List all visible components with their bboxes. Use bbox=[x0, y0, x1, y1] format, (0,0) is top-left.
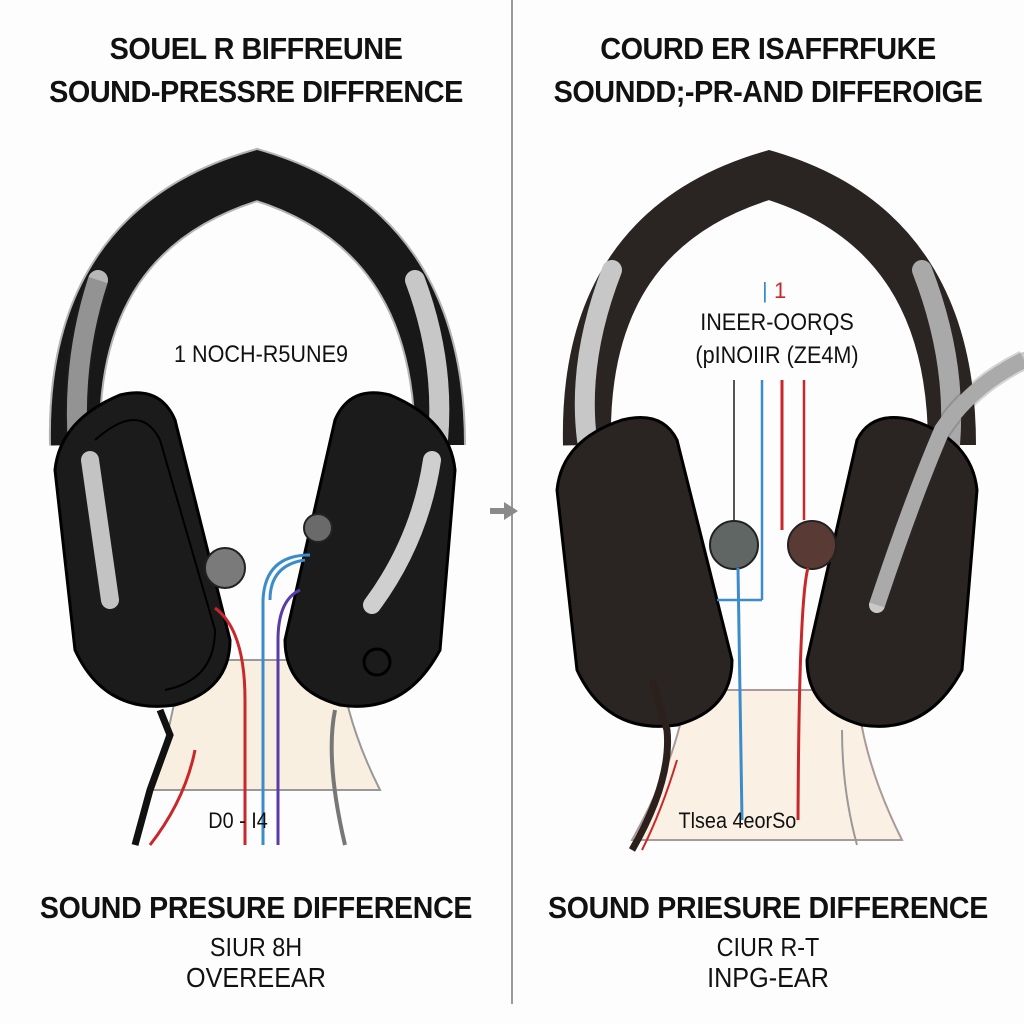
right-title-line1: COURD ER ISAFFRFUKE bbox=[600, 31, 936, 66]
left-earcup bbox=[53, 391, 232, 708]
left-panel-overear: SOUEL R BIFFREUNE SOUND-PRESSRE DIFFRENC… bbox=[39, 31, 473, 993]
right-title-line2: SOUNDD;-PR-AND DIFFEROIGE bbox=[553, 74, 983, 109]
left-bottom-label: D0 - I4 bbox=[208, 808, 268, 833]
left-footer-sub1: SIUR 8H bbox=[209, 932, 303, 962]
right-footer-title: SOUND PRIESURE DIFFERENCE bbox=[548, 890, 988, 925]
left-footer-title: SOUND PRESURE DIFFERENCE bbox=[39, 890, 473, 925]
left-footer-type: OVEREEAR bbox=[185, 962, 327, 993]
right-inner-label-line2: (pINOIIR (ZE4M) bbox=[695, 342, 859, 369]
left-inner-label: 1 NOCH-R5UNE9 bbox=[173, 341, 349, 368]
right-inner-label-line1: INEER-OORϘS bbox=[700, 309, 854, 336]
left-title-line1: SOUEL R BIFFREUNE bbox=[109, 31, 403, 66]
left-title-line2: SOUND-PRESSRE DIFFRENCE bbox=[49, 74, 463, 109]
marker-top-blue: | bbox=[762, 278, 768, 303]
marker-top-red: 1 bbox=[774, 278, 787, 303]
right-earcup bbox=[283, 391, 457, 708]
panel-divider bbox=[511, 0, 513, 1004]
right-panel-inear: COURD ER ISAFFRFUKE SOUNDD;-PR-AND DIFFE… bbox=[512, 0, 1024, 1024]
right-bottom-label: Tlsea 4eorSo bbox=[678, 808, 797, 833]
headphones-overear-illustration bbox=[48, 147, 466, 846]
right-footer-type: INPG-EAR bbox=[707, 962, 829, 993]
headphones-inear-illustration bbox=[555, 149, 1024, 852]
right-footer-sub1: CIUR R-T bbox=[716, 932, 820, 962]
arrow-right-icon bbox=[490, 502, 518, 520]
